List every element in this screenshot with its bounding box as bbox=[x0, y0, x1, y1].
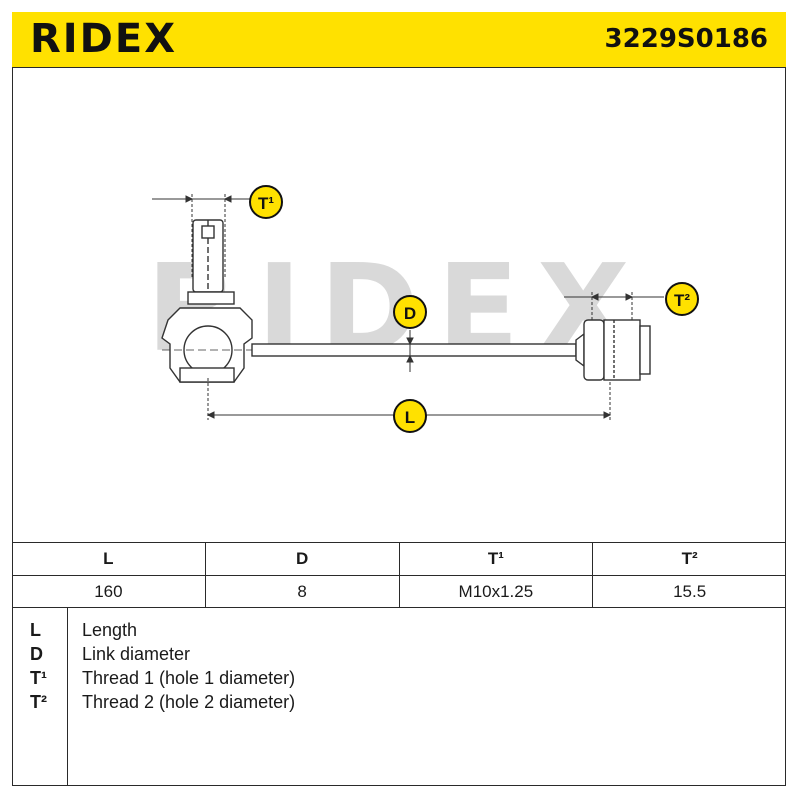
header-cell: D bbox=[204, 543, 399, 575]
spec-table-header: L D T¹ T² bbox=[12, 543, 786, 575]
part-number: 3229S0186 bbox=[604, 24, 768, 54]
t1-label: T¹ bbox=[258, 194, 274, 213]
d-label: D bbox=[404, 304, 416, 323]
value-cell: 15.5 bbox=[592, 576, 786, 607]
t1-label-circle bbox=[249, 185, 283, 219]
legend-key: L bbox=[30, 620, 41, 640]
legend-key: T¹ bbox=[30, 668, 47, 688]
legend-text: Thread 2 (hole 2 diameter) bbox=[82, 692, 296, 712]
technical-drawing: RIDEX T¹ T² bbox=[146, 185, 699, 433]
value-cell: 160 bbox=[94, 581, 123, 601]
value-cell: M10x1.25 bbox=[398, 576, 593, 607]
d-label-circle bbox=[393, 295, 427, 329]
l-label: L bbox=[405, 408, 415, 427]
ball-joint-stud bbox=[161, 219, 572, 383]
legend-divider bbox=[67, 608, 68, 786]
t2-label: T² bbox=[674, 291, 690, 310]
legend-key: T² bbox=[30, 692, 47, 712]
legend-text: Thread 1 (hole 1 diameter) bbox=[82, 668, 296, 688]
value-cell: 8 bbox=[204, 576, 399, 607]
header-cell: T² bbox=[592, 543, 786, 575]
link-rod bbox=[251, 343, 577, 357]
t2-label-circle bbox=[665, 282, 699, 316]
legend-item: T² Thread 2 (hole 2 diameter) bbox=[12, 692, 786, 716]
legend-item: D Link diameter bbox=[12, 644, 786, 668]
t2-dimension bbox=[564, 292, 664, 320]
legend-item: T¹ Thread 1 (hole 1 diameter) bbox=[12, 668, 786, 692]
header-cell: L bbox=[103, 549, 114, 568]
legend-item: L Length bbox=[12, 620, 786, 644]
bushing-end bbox=[575, 319, 651, 381]
legend-text: Link diameter bbox=[82, 644, 191, 664]
spec-table-values: 160 8 M10x1.25 15.5 bbox=[12, 575, 786, 607]
d-dimension bbox=[406, 330, 414, 372]
header-bar: RIDEX 3229S0186 bbox=[12, 12, 786, 68]
legend-text: Length bbox=[82, 620, 138, 640]
t1-dimension bbox=[152, 194, 252, 278]
legend-key: D bbox=[30, 644, 43, 664]
legend: L Length D Link diameter T¹ Thread 1 (ho… bbox=[12, 607, 786, 786]
header-cell: T¹ bbox=[398, 543, 593, 575]
l-label-circle bbox=[393, 399, 427, 433]
brand-logo: RIDEX bbox=[30, 16, 178, 62]
spec-table: L D T¹ T² 160 8 M10x1.25 15.5 bbox=[12, 542, 786, 607]
